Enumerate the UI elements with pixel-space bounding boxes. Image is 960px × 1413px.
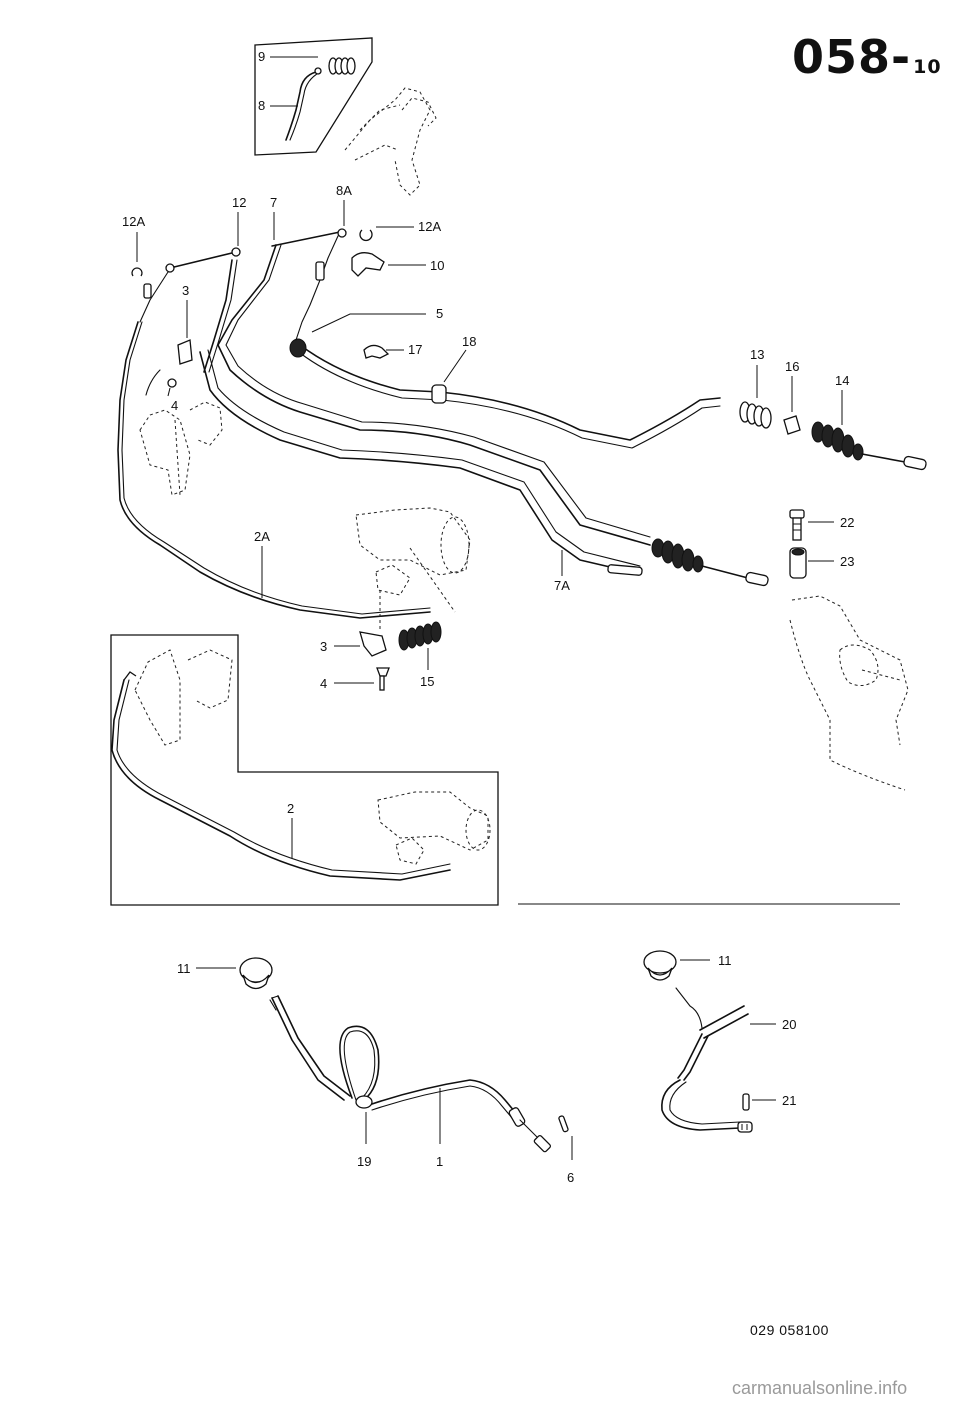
pedal-assembly-center [355,507,471,630]
sleeve-23 [789,547,807,579]
spring-13 [739,401,772,429]
pedal-assembly-left [139,339,223,496]
callout-2: 2 [287,801,294,816]
callout-20: 20 [782,1017,796,1032]
callout-7A: 7A [554,578,570,593]
watermark: carmanualsonline.info [732,1378,908,1398]
callout-11-right: 11 [718,953,732,968]
callout-3-mid: 3 [320,639,327,654]
callout-17: 17 [408,342,422,357]
inset-part-2 [110,634,499,906]
callout-9: 9 [258,49,265,64]
cable-ends-top [131,228,390,359]
callout-5: 5 [436,306,443,321]
callout-4-mid: 4 [320,676,327,691]
callout-16: 16 [785,359,799,374]
callout-4-top: 4 [171,398,178,413]
callout-15: 15 [420,674,434,689]
callout-23: 23 [840,554,854,569]
callout-3-top: 3 [182,283,189,298]
callout-12A-right: 12A [418,219,441,234]
callout-12A-left: 12A [122,214,145,229]
bolt-22 [789,509,805,541]
document-number: 029 058100 [750,1322,829,1338]
lower-right-assembly [643,950,753,1133]
pedal-assembly-right [789,595,909,791]
callout-18: 18 [462,334,476,349]
parts-3-4-15 [359,621,442,691]
callout-11-left: 11 [177,961,191,976]
cables-main [117,244,721,619]
knob-11-left [239,957,273,990]
callout-12: 12 [232,195,246,210]
boot-14 [811,421,864,461]
callout-6: 6 [567,1170,574,1185]
callout-7: 7 [270,195,277,210]
spring-9 [328,57,356,75]
callout-8A: 8A [336,183,352,198]
callout-22: 22 [840,515,854,530]
cable-end-7 [607,538,769,587]
callout-13: 13 [750,347,764,362]
cable-end-right-top [739,401,927,471]
knob-11-right [643,950,677,981]
callout-2A: 2A [254,529,270,544]
page-code-main: 058- [792,30,912,84]
callout-8: 8 [258,98,265,113]
lower-left-assembly [239,957,569,1153]
callouts: 12A 12 7 8A 12A 10 3 4 5 17 18 13 16 [122,183,854,1185]
top-inset: 9 8 [254,37,373,156]
callout-10: 10 [430,258,444,273]
page-code: 058-10 [792,34,942,80]
callout-19: 19 [357,1154,371,1169]
callout-1: 1 [436,1154,443,1169]
pedal-assembly-top [344,87,437,196]
callout-21: 21 [782,1093,796,1108]
page-code-sub: 10 [913,56,942,78]
callout-14: 14 [835,373,849,388]
